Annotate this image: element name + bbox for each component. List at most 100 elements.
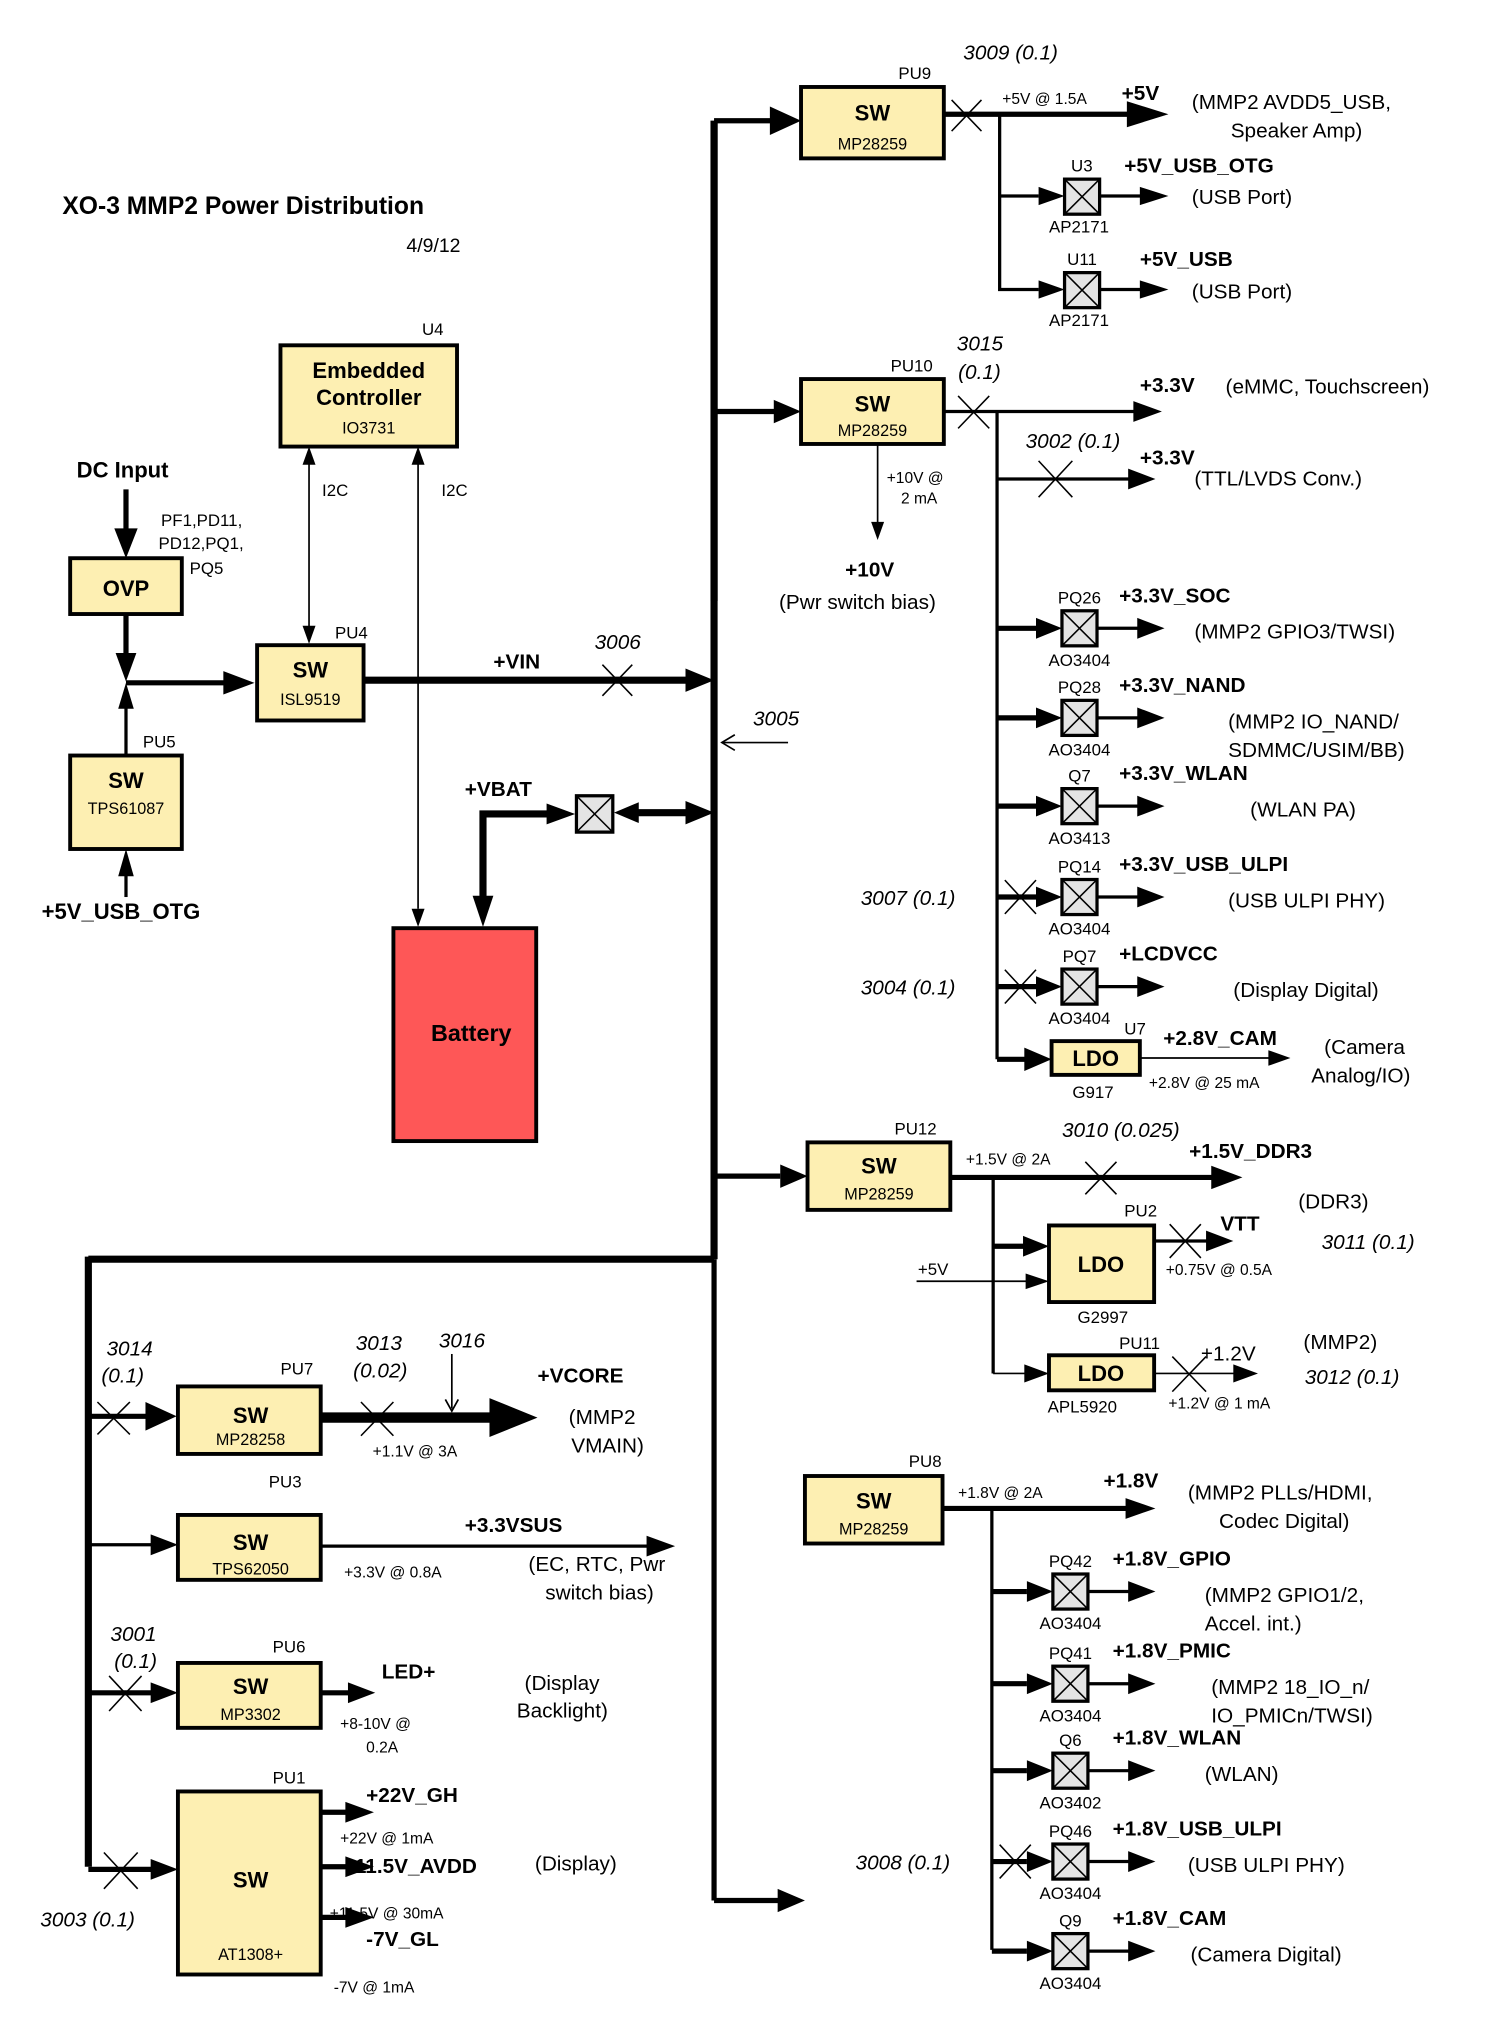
switch-refdes: PQ7 [1063,947,1097,966]
pu1-net: +11.5V_AVDD [343,1855,477,1878]
arrow-head [145,1402,177,1431]
arrow-head [1023,1235,1049,1257]
switch-part: AO3404 [1039,1706,1101,1725]
arrow-head [489,1398,538,1438]
usb-otg-in-label: +5V_USB_OTG [42,899,201,924]
arrow-head [345,1801,374,1823]
arrow-head [150,1858,178,1880]
pu12-desc: (DDR3) [1298,1191,1368,1214]
pu12-block: SW MP28259 [805,1140,953,1212]
pu5-block: SW TPS61087 [68,753,184,851]
arrow-head [769,106,802,136]
svg-text:MP28259: MP28259 [844,1185,913,1203]
pu12-sense: 3010 (0.025) [1062,1119,1180,1142]
ttl-sense: 3002 (0.1) [1026,430,1121,453]
output-desc: (MMP2 IO_NAND/ [1228,710,1399,733]
arrow-head [1125,1498,1156,1519]
svg-text:LDO: LDO [1078,1252,1125,1277]
svg-text:MP28258: MP28258 [216,1431,285,1449]
pu6-in-sense: (0.1) [114,1650,157,1673]
output-desc: (MMP2 18_IO_n/ [1211,1676,1369,1699]
u3-refdes: U3 [1071,156,1093,175]
arrow-head [1128,468,1156,490]
arrow-head [871,521,885,541]
arrow-head [347,1682,376,1704]
pu7-out-sense: 3013 [356,1332,403,1355]
bias-rating: 2 mA [901,491,938,508]
svg-text:SW: SW [108,768,144,793]
pu12-refdes: PU12 [894,1120,936,1139]
pu1-block: SW AT1308+ [175,1789,323,1977]
arrow-head [1035,795,1062,817]
svg-text:SW: SW [855,392,891,417]
diagram-title: XO-3 MMP2 Power Distribution [62,193,424,220]
pu9-rating: +5V @ 1.5A [1002,91,1087,108]
arrow-head [1035,617,1062,639]
arrow-head [1211,1165,1243,1190]
pu6-block: SW MP3302 [175,1660,323,1730]
sense-marker [1038,460,1073,498]
i2c-label: I2C [322,481,348,500]
arrow-head [1024,1364,1049,1383]
u7-desc: Analog/IO) [1311,1065,1410,1088]
vbat-label: +VBAT [465,778,532,801]
ec-refdes: U4 [422,320,444,339]
pu10-net: +3.3V [1140,374,1195,397]
switch-part: AO3404 [1049,651,1111,670]
pu7-block: SW MP28258 [175,1384,323,1456]
sense-resistor: 3007 (0.1) [861,887,956,910]
load-switch-u3 [1062,177,1102,216]
battery-block: Battery [391,926,539,1144]
ttl-desc: (TTL/LVDS Conv.) [1194,468,1362,491]
pu2-ldo-block: LDO [1047,1223,1157,1304]
pu7-desc: VMAIN) [571,1435,644,1458]
switch-refdes: Q6 [1059,1731,1082,1750]
svg-text:SW: SW [293,658,329,683]
pu10-desc: (eMMC, Touchscreen) [1226,375,1430,398]
pu9-net: +5V [1122,82,1160,105]
output-desc: (Display Digital) [1233,979,1378,1002]
u7-refdes: U7 [1124,1020,1146,1039]
pu1-net: +22V_GH [366,1784,458,1807]
pu6-net: LED+ [382,1661,436,1684]
svg-text:SW: SW [233,1403,269,1428]
arrow-head [546,803,576,825]
pu9-block: SW MP28259 [799,85,946,161]
arrow-head [1025,1273,1049,1290]
pu8-block: SW MP28259 [802,1474,945,1546]
output-desc: (WLAN) [1205,1763,1279,1786]
pu2-part: G2997 [1078,1308,1129,1327]
sense-marker [957,395,990,429]
pu9-branch [998,114,1039,292]
diagram-date: 4/9/12 [406,235,460,257]
pu11-refdes: PU11 [1119,1334,1160,1353]
v12-net: +1.2V [1201,1342,1256,1365]
battery-switch-icon [574,794,615,834]
u7-part: G917 [1072,1083,1113,1102]
pu6-desc: (Display [525,1672,601,1695]
switch-refdes: PQ26 [1058,589,1101,608]
u11-net: +5V_USB [1140,248,1233,271]
u7-desc: (Camera [1324,1036,1405,1059]
output-net: +1.8V_GPIO [1113,1548,1231,1571]
arrow-head [1128,1673,1156,1695]
sense-point-3005: 3005 [753,708,800,731]
pu3-block: SW TPS62050 [175,1513,323,1582]
arrow-head [1026,1851,1053,1872]
output-desc: SDMMC/USIM/BB) [1228,739,1405,762]
sense-resistor-3006: 3006 [595,631,642,654]
svg-text:TPS62050: TPS62050 [212,1561,289,1579]
switch-refdes: Q9 [1059,1911,1082,1930]
bias-net: +10V [845,558,894,581]
pu6-rating: +8-10V @ [340,1716,411,1733]
pu7-probe: 3016 [439,1329,486,1352]
arrow-head [472,895,494,927]
